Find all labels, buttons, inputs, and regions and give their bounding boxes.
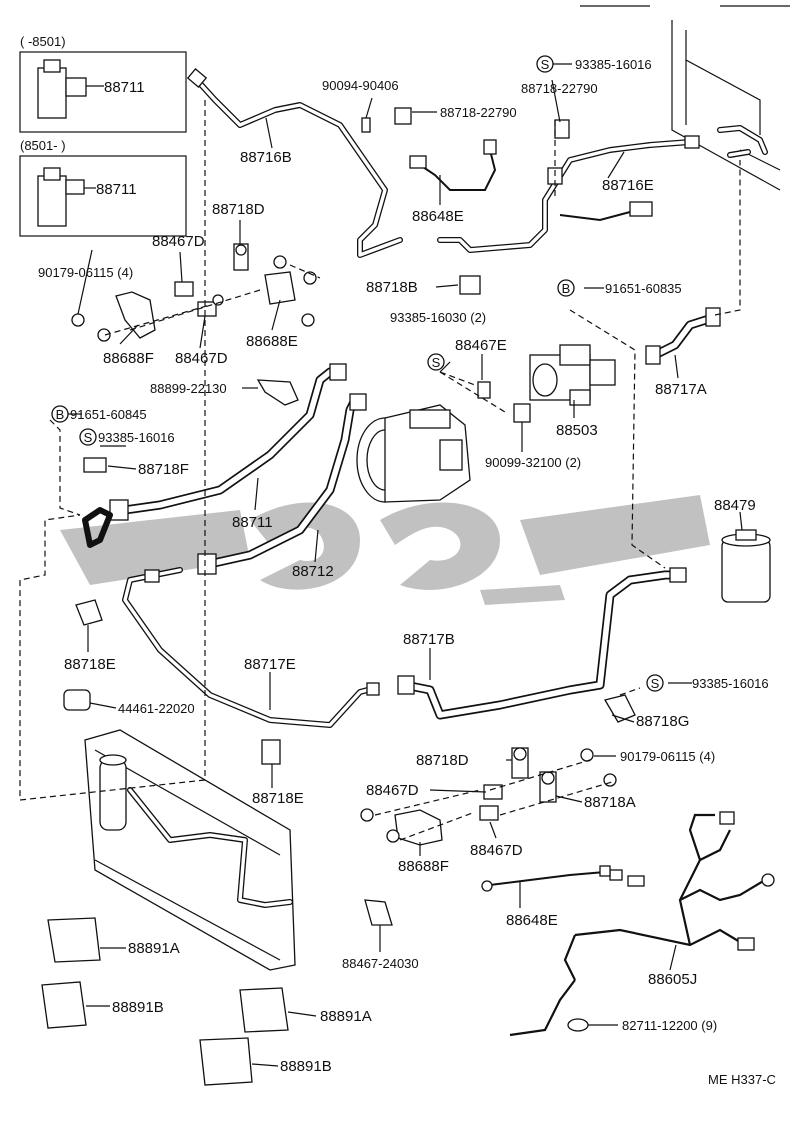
inset-before-8501: ( -8501) 88711 — [19, 34, 187, 133]
part-label: 88891B — [112, 999, 164, 1016]
part-label: 90179-06115 (4) — [620, 749, 715, 764]
s-mark-icon — [79, 428, 97, 446]
part-label: 88467D — [175, 350, 228, 367]
part-label: 88716E — [602, 177, 654, 194]
part-label: 88891B — [280, 1058, 332, 1075]
part-label: 90179-06115 (4) — [38, 265, 133, 280]
part-label: 88716B — [240, 149, 292, 166]
pipe-88716E — [437, 135, 700, 253]
part-label: 82711-12200 (9) — [622, 1018, 717, 1033]
part-label: 88688E — [246, 333, 298, 350]
part-label: 88711 — [232, 514, 273, 531]
inset-part-label: 88711 — [96, 181, 137, 198]
part-label: 93385-16016 — [692, 676, 769, 691]
part-label: 88718E — [64, 656, 116, 673]
part-label: 88718-22790 — [521, 81, 598, 96]
circle-markers: S B S B S S — [51, 55, 664, 692]
pipe-88716B — [186, 67, 403, 258]
part-labels: 88716B 90094-90406 88718-22790 93385-160… — [38, 57, 776, 1087]
diagram-code: ME H337-C — [708, 1072, 776, 1087]
b-mark-label: B — [562, 281, 571, 296]
inset-range-label: ( -8501) — [20, 34, 66, 49]
part-label: 90099-32100 (2) — [485, 455, 581, 470]
s-mark-label: S — [432, 355, 441, 370]
part-label: 88605J — [648, 971, 697, 988]
inset-part-label: 88711 — [104, 79, 145, 96]
s-mark-label: S — [651, 676, 660, 691]
part-label: 88899-22130 — [150, 381, 227, 396]
compressor — [356, 404, 471, 503]
part-label: 88717B — [403, 631, 455, 648]
hardware-small — [41, 107, 636, 1086]
pipe-88717E — [122, 567, 380, 728]
wire-88648E-bottom — [481, 865, 611, 892]
part-label: 93385-16030 (2) — [390, 310, 486, 325]
part-label: 88648E — [506, 912, 558, 929]
part-label: 93385-16016 — [575, 57, 652, 72]
part-label: 88503 — [556, 422, 598, 439]
part-label: 88718D — [212, 201, 265, 218]
part-label: 88467E — [455, 337, 507, 354]
part-label: 88718D — [416, 752, 469, 769]
part-label: 88717A — [655, 381, 707, 398]
part-label: 88467D — [152, 233, 205, 250]
hose-88712 — [197, 393, 367, 575]
receiver-88479 — [721, 529, 771, 603]
s-mark-label: S — [84, 430, 93, 445]
inset-after-8501: (8501- ) 88711 — [19, 138, 187, 237]
s-mark-label: S — [541, 57, 550, 72]
part-label: 88718B — [366, 279, 418, 296]
part-label: 88718G — [636, 713, 689, 730]
part-label: 88718A — [584, 794, 636, 811]
part-label: 44461-22020 — [118, 701, 195, 716]
part-label: 88891A — [128, 940, 180, 957]
b-mark-label: B — [56, 407, 65, 422]
wire-88648E-top — [409, 139, 653, 222]
wiring-harness-88605J — [509, 811, 775, 1037]
expansion-valve-88503 — [529, 344, 616, 406]
part-label: 88688F — [398, 858, 449, 875]
part-label: 88648E — [412, 208, 464, 225]
pipe-88717B — [397, 567, 687, 720]
part-label: 91651-60835 — [605, 281, 682, 296]
part-label: 88467D — [470, 842, 523, 859]
hose-88711 — [82, 363, 347, 548]
pipe-88717A — [645, 307, 721, 365]
label-leaders — [77, 79, 743, 1067]
b-mark-icon — [557, 279, 575, 297]
part-label: 88718-22790 — [440, 105, 517, 120]
part-label: 93385-16016 — [98, 430, 175, 445]
watermark-logo — [60, 495, 710, 605]
inset-range-label: (8501- ) — [20, 138, 66, 153]
part-label: 90094-90406 — [322, 78, 399, 93]
part-label: 88718E — [252, 790, 304, 807]
part-label: 91651-60845 — [70, 407, 147, 422]
part-label: 88712 — [292, 563, 334, 580]
condenser — [84, 729, 296, 971]
vehicle-body-corner — [580, 5, 790, 191]
part-label: 88479 — [714, 497, 756, 514]
part-label: 88688F — [103, 350, 154, 367]
part-label: 88467-24030 — [342, 956, 419, 971]
s-mark-icon — [646, 674, 664, 692]
part-label: 88467D — [366, 782, 419, 799]
part-label: 88717E — [244, 656, 296, 673]
part-label: 88891A — [320, 1008, 372, 1025]
part-label: 88718F — [138, 461, 189, 478]
dashed-leaders — [19, 100, 741, 841]
s-mark-icon — [427, 353, 445, 371]
